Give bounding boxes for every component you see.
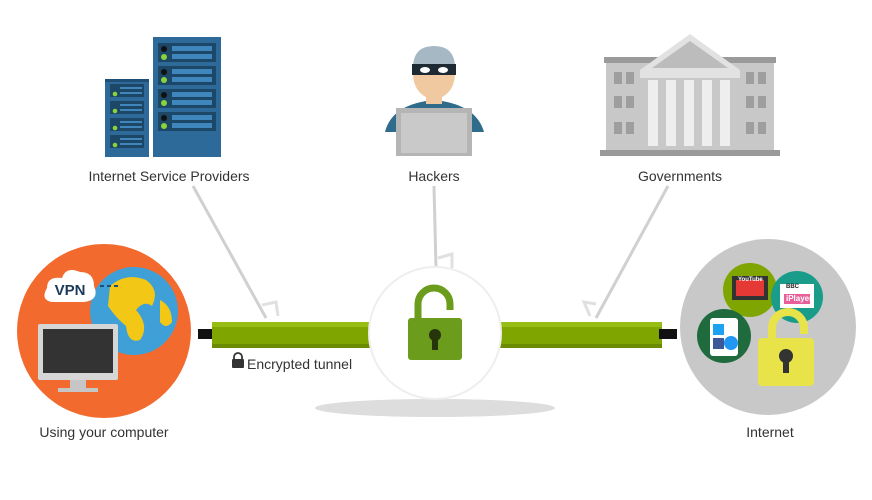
internet-circle [680,239,856,415]
isp-threat-arrow [191,185,280,319]
tunnel-label: Encrypted tunnel [247,356,353,372]
hacker-icon [385,46,484,156]
isp-label: Internet Service Providers [88,168,250,184]
hackers-threat-arrow [432,185,454,269]
vpn-badge-text: VPN [54,282,86,299]
computer-circle [17,244,191,418]
governments-threat-arrow [581,185,670,319]
youtube-icon: YouTube [738,277,763,283]
government-building-icon [600,34,780,156]
hackers-label: Hackers [408,168,460,184]
server-rack-icon [105,37,221,157]
governments-label: Governments [637,168,723,184]
iplayer-icon: iPlayer [786,294,813,303]
center-lock [368,266,502,400]
computer-label: Using your computer [39,424,169,440]
small-lock-icon [232,352,244,368]
tunnel-shadow [315,399,555,417]
bbc-icon: BBC [786,284,799,290]
internet-label: Internet [746,424,794,440]
